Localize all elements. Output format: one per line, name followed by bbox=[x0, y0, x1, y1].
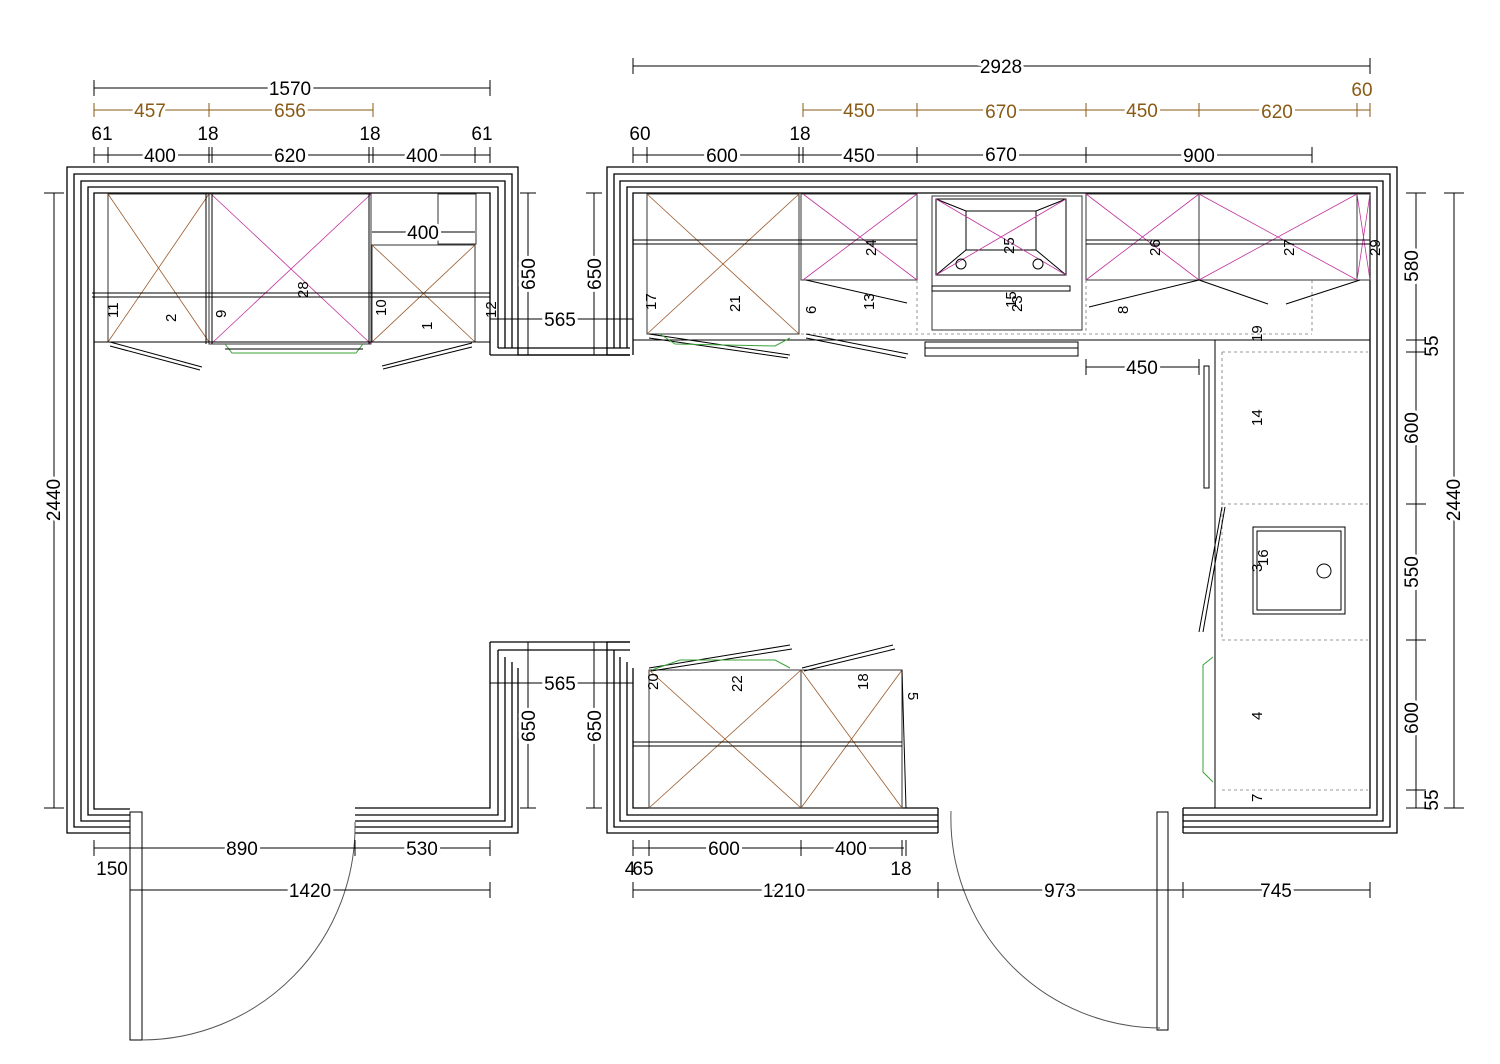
right-top-cabinets bbox=[633, 193, 1371, 359]
right-side-cabinets bbox=[1198, 340, 1368, 808]
item-17: 17 bbox=[643, 293, 660, 310]
item-14: 14 bbox=[1249, 409, 1266, 426]
dim-rb-g: 973 bbox=[1044, 881, 1076, 902]
item-15: 15 bbox=[1003, 291, 1020, 308]
dim-mid-r-top: 650 bbox=[585, 258, 606, 290]
dim-left-e1: 61 bbox=[91, 124, 112, 145]
dim-lb-d: 1420 bbox=[289, 881, 331, 902]
dim-rb-a: 4 bbox=[625, 859, 636, 880]
dim-right-e1: 60 bbox=[629, 124, 650, 145]
item-28: 28 bbox=[295, 281, 312, 298]
item-numbers: 1 2 3 4 5 6 7 8 9 10 11 12 13 14 15 16 1… bbox=[105, 237, 1384, 802]
dim-left-e2: 18 bbox=[197, 124, 218, 145]
dim-left-s1: 400 bbox=[144, 146, 176, 167]
item-26: 26 bbox=[1147, 239, 1164, 256]
item-13: 13 bbox=[861, 293, 878, 310]
item-20: 20 bbox=[645, 673, 662, 690]
dim-mid-l-top: 650 bbox=[519, 258, 540, 290]
dim-rb-d: 400 bbox=[835, 839, 867, 860]
dim-rb-b: 65 bbox=[632, 859, 653, 880]
item-25: 25 bbox=[1001, 237, 1018, 254]
dimension-labels: 1570 457 656 61 18 18 61 400 620 400 292… bbox=[41, 54, 1468, 905]
dim-right-b2: 670 bbox=[985, 102, 1017, 123]
dim-right-b5: 60 bbox=[1351, 80, 1372, 101]
dim-inner-450: 450 bbox=[1126, 358, 1158, 379]
item-7: 7 bbox=[1249, 794, 1266, 802]
item-16: 16 bbox=[1255, 549, 1272, 566]
dim-rs-e: 600 bbox=[1402, 702, 1423, 734]
item-1: 1 bbox=[419, 322, 436, 330]
left-room-walls bbox=[66, 166, 630, 1041]
item-24: 24 bbox=[863, 239, 880, 256]
dim-rs-b: 55 bbox=[1422, 335, 1443, 356]
dim-right-s3: 670 bbox=[985, 145, 1017, 166]
dim-rb-e: 18 bbox=[890, 859, 911, 880]
dim-left-e4: 61 bbox=[471, 124, 492, 145]
item-6: 6 bbox=[803, 306, 820, 314]
dimension-lines bbox=[44, 58, 1464, 898]
dim-right-b1: 450 bbox=[843, 101, 875, 122]
item-3: 3 bbox=[1249, 564, 1266, 572]
item-23: 23 bbox=[1009, 295, 1026, 312]
dim-right-s4: 900 bbox=[1183, 146, 1215, 167]
dim-right-overall: 2928 bbox=[980, 57, 1022, 78]
item-18: 18 bbox=[855, 673, 872, 690]
item-21: 21 bbox=[727, 295, 744, 312]
left-cabinets bbox=[92, 193, 490, 371]
dim-left-s2: 620 bbox=[274, 146, 306, 167]
dim-rs-d: 550 bbox=[1402, 556, 1423, 588]
dim-rs-a: 580 bbox=[1402, 250, 1423, 282]
dim-rs-overall: 2440 bbox=[1444, 479, 1465, 521]
item-19: 19 bbox=[1249, 325, 1266, 342]
item-12: 12 bbox=[483, 301, 500, 318]
right-room-walls bbox=[606, 166, 1398, 1031]
dim-right-b4: 620 bbox=[1261, 102, 1293, 123]
dim-inner-400: 400 bbox=[407, 223, 439, 244]
dim-passage-bottom: 565 bbox=[544, 674, 576, 695]
dim-left-s3: 400 bbox=[406, 146, 438, 167]
item-29: 29 bbox=[1367, 239, 1384, 256]
dim-right-s2: 450 bbox=[843, 146, 875, 167]
dim-rs-f: 55 bbox=[1422, 789, 1443, 810]
item-2: 2 bbox=[163, 314, 180, 322]
dim-rb-h: 745 bbox=[1260, 881, 1292, 902]
dim-left-overall: 1570 bbox=[269, 79, 311, 100]
item-5: 5 bbox=[904, 692, 921, 700]
dim-rb-f: 1210 bbox=[763, 881, 805, 902]
item-11: 11 bbox=[105, 302, 122, 318]
item-10: 10 bbox=[373, 299, 390, 316]
dim-left-b2: 656 bbox=[274, 101, 306, 122]
dim-right-e2: 18 bbox=[789, 124, 810, 145]
dim-rs-c: 600 bbox=[1402, 412, 1423, 444]
dim-left-e3: 18 bbox=[359, 124, 380, 145]
dim-right-s1: 600 bbox=[706, 146, 738, 167]
dim-lb-a: 150 bbox=[96, 859, 128, 880]
dim-mid-l-bottom: 650 bbox=[519, 710, 540, 742]
item-22: 22 bbox=[729, 675, 746, 692]
item-27: 27 bbox=[1281, 239, 1298, 256]
item-8: 8 bbox=[1115, 306, 1132, 314]
dim-right-b3: 450 bbox=[1126, 101, 1158, 122]
dim-left-height: 2440 bbox=[44, 479, 65, 521]
dim-lb-b: 890 bbox=[226, 839, 258, 860]
dim-mid-r-bottom: 650 bbox=[585, 710, 606, 742]
right-bottom-cabinets bbox=[633, 644, 907, 809]
dim-passage-top: 565 bbox=[544, 310, 576, 331]
dim-left-b1: 457 bbox=[134, 101, 166, 122]
dim-rb-c: 600 bbox=[708, 839, 740, 860]
dim-lb-c: 530 bbox=[406, 839, 438, 860]
item-4: 4 bbox=[1249, 712, 1266, 720]
item-9: 9 bbox=[213, 310, 230, 318]
